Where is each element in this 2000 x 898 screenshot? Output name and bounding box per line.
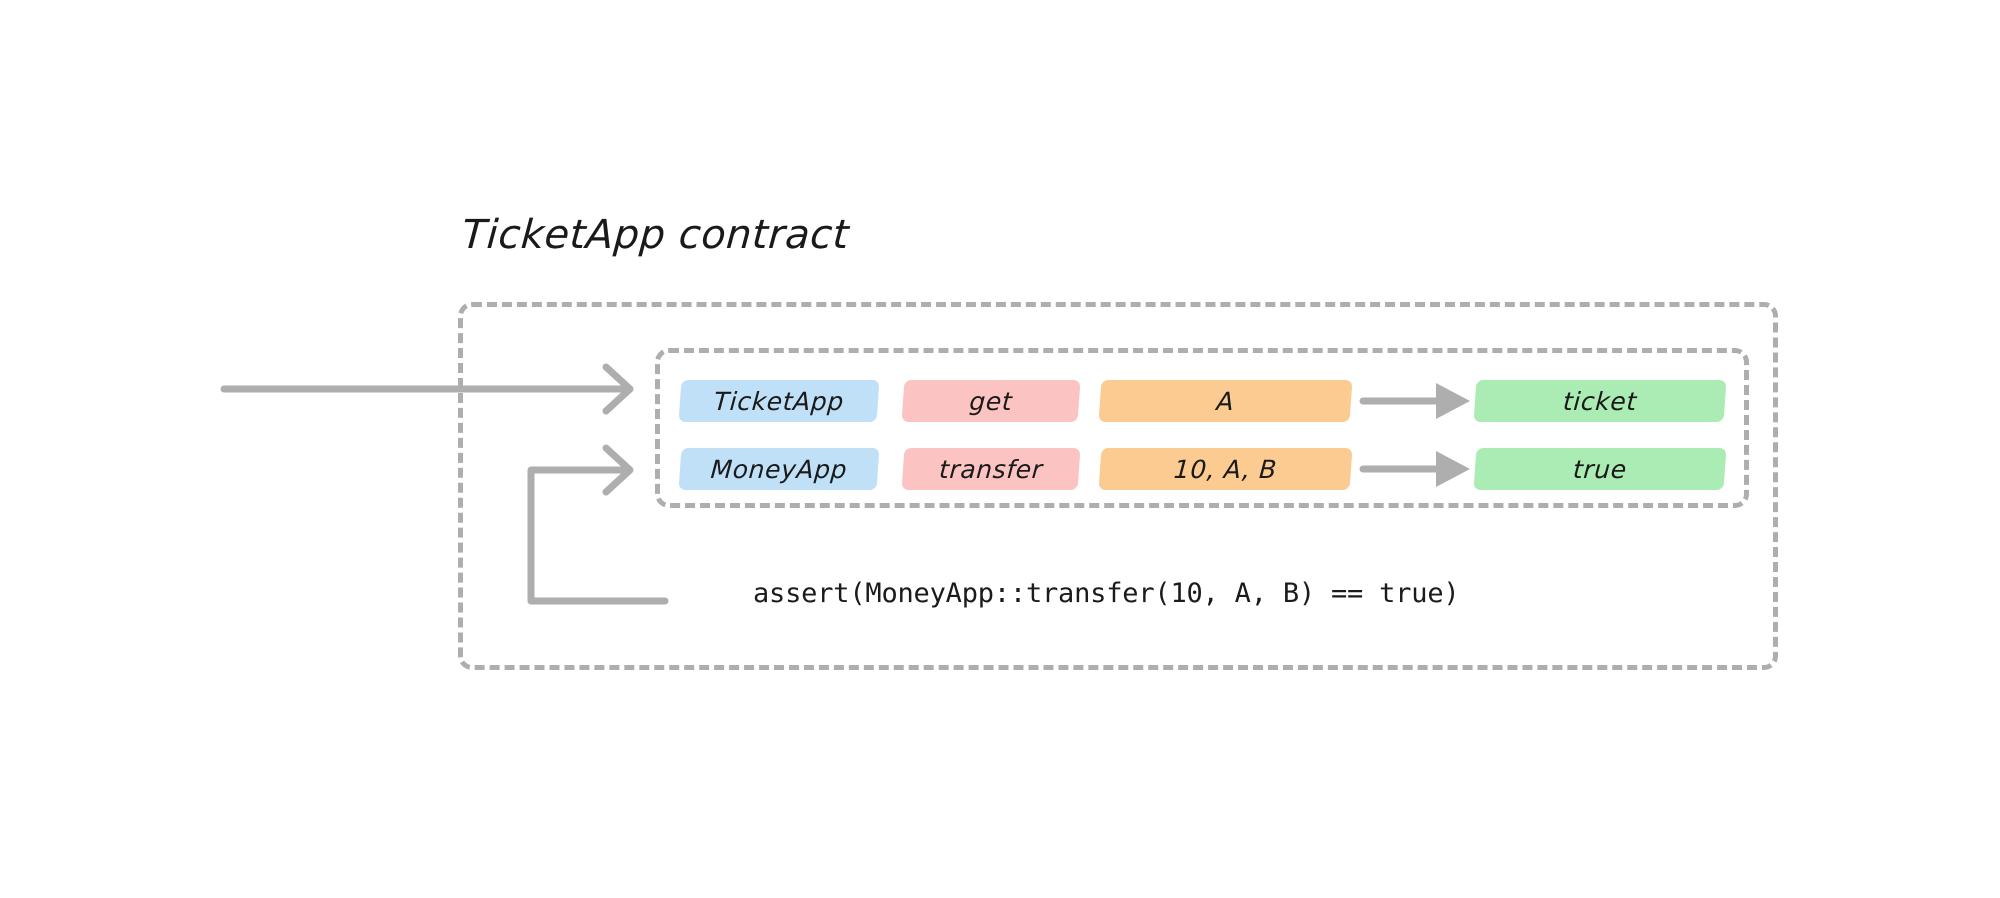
row-result-label: true <box>1572 454 1628 484</box>
row-args-chip[interactable]: 10, A, B <box>1098 448 1353 490</box>
row-module-chip[interactable]: MoneyApp <box>678 448 880 490</box>
row-module-label: MoneyApp <box>709 454 849 484</box>
row-module-label: TicketApp <box>713 386 845 416</box>
row-method-label: get <box>968 386 1014 416</box>
contract-boundary <box>458 302 1778 670</box>
row-result-label: ticket <box>1562 386 1638 416</box>
page-title: TicketApp contract <box>460 212 851 258</box>
row-result-chip[interactable]: true <box>1473 448 1727 490</box>
row-module-chip[interactable]: TicketApp <box>678 380 880 422</box>
row-result-chip[interactable]: ticket <box>1473 380 1727 422</box>
row-method-label: transfer <box>938 454 1044 484</box>
row-args-chip[interactable]: A <box>1098 380 1353 422</box>
row-args-label: 10, A, B <box>1172 454 1279 484</box>
row-method-chip[interactable]: transfer <box>901 448 1081 490</box>
row-method-chip[interactable]: get <box>901 380 1081 422</box>
row-args-label: A <box>1215 386 1236 416</box>
assertion-statement: assert(MoneyApp::transfer(10, A, B) == t… <box>753 578 1460 609</box>
method-table-boundary <box>655 348 1749 508</box>
